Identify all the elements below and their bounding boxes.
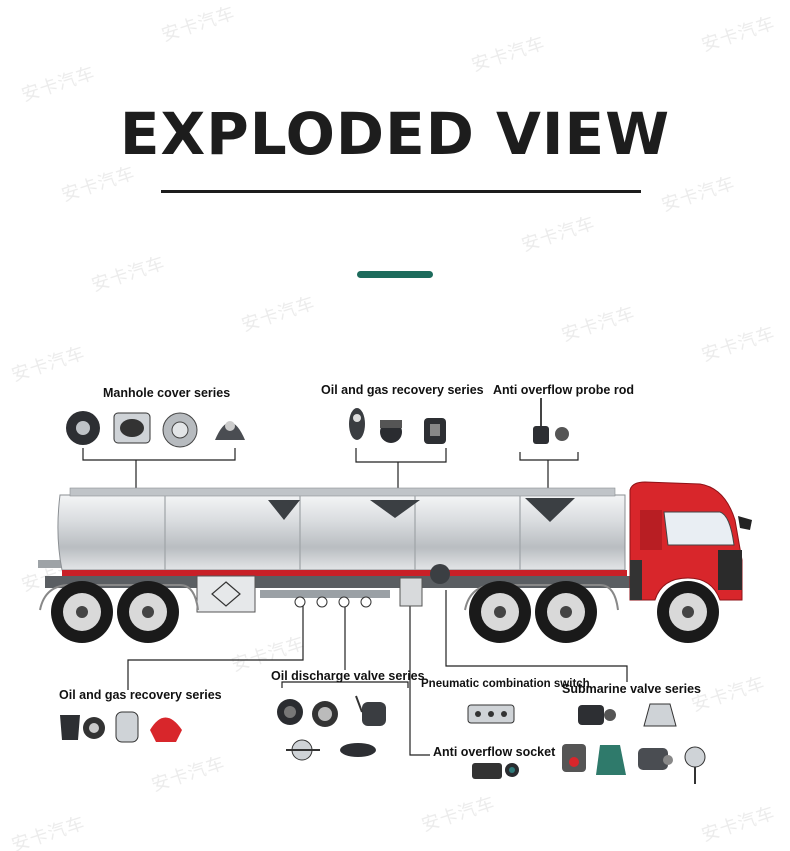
anti-overflow-socket-part [472, 763, 519, 779]
label-pneumatic-switch: Pneumatic combination switch [421, 678, 590, 690]
label-manhole-cover: Manhole cover series [103, 386, 231, 400]
submarine-valve-parts [562, 703, 706, 784]
label-oil-gas-recovery-top: Oil and gas recovery series [321, 383, 484, 397]
oil-discharge-valve-parts [277, 695, 386, 761]
accent-bar [357, 271, 433, 278]
truck-cab [629, 481, 752, 601]
anti-overflow-probe-part [533, 398, 569, 444]
manhole-cover-parts [66, 411, 245, 448]
oil-gas-recovery-bottom-parts [60, 711, 182, 743]
leader-lines [82, 448, 628, 756]
label-anti-overflow-socket: Anti overflow socket [433, 745, 556, 759]
wheels [51, 581, 719, 643]
tank-trailer [38, 487, 635, 613]
page-title: EXPLODED VIEW [119, 100, 671, 168]
title-underline [161, 190, 641, 193]
pneumatic-switch-part [467, 704, 515, 724]
label-oil-gas-recovery-bottom: Oil and gas recovery series [59, 688, 222, 702]
oil-gas-recovery-top-parts [349, 408, 446, 444]
label-oil-discharge-valve: Oil discharge valve series [271, 669, 425, 683]
label-submarine-valve: Submarine valve series [562, 682, 701, 696]
label-anti-overflow-probe: Anti overflow probe rod [493, 383, 634, 397]
